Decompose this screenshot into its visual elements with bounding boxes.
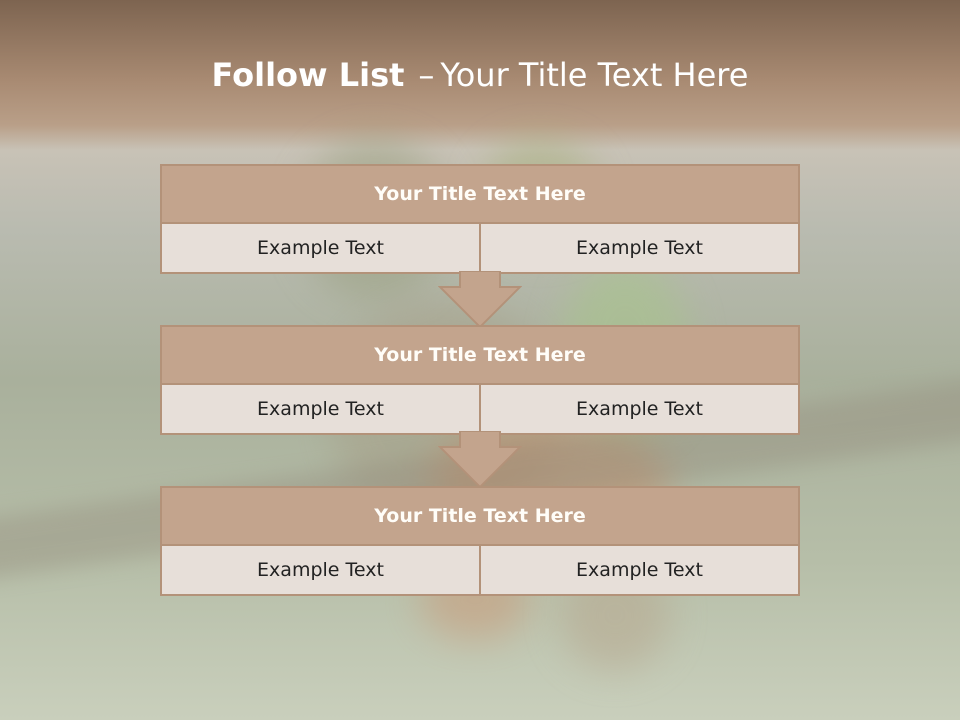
slide-title: Follow List–Your Title Text Here bbox=[0, 55, 960, 95]
slide-title-rest: Your Title Text Here bbox=[440, 56, 749, 94]
step-heading: Your Title Text Here bbox=[162, 327, 798, 385]
step-cell-right: Example Text bbox=[479, 224, 798, 272]
step-cell-left: Example Text bbox=[162, 385, 479, 433]
step-heading: Your Title Text Here bbox=[162, 488, 798, 546]
down-arrow-icon bbox=[438, 271, 522, 329]
step-row: Example Text Example Text bbox=[162, 385, 798, 433]
step-box-1: Your Title Text Here Example Text Exampl… bbox=[160, 164, 800, 274]
step-box-2: Your Title Text Here Example Text Exampl… bbox=[160, 325, 800, 435]
step-cell-left: Example Text bbox=[162, 224, 479, 272]
step-row: Example Text Example Text bbox=[162, 224, 798, 272]
step-row: Example Text Example Text bbox=[162, 546, 798, 594]
slide-title-bold: Follow List bbox=[211, 56, 405, 94]
slide-title-dash: – bbox=[418, 56, 435, 94]
down-arrow-icon bbox=[438, 431, 522, 489]
step-cell-right: Example Text bbox=[479, 385, 798, 433]
step-box-3: Your Title Text Here Example Text Exampl… bbox=[160, 486, 800, 596]
step-heading: Your Title Text Here bbox=[162, 166, 798, 224]
step-cell-right: Example Text bbox=[479, 546, 798, 594]
step-cell-left: Example Text bbox=[162, 546, 479, 594]
